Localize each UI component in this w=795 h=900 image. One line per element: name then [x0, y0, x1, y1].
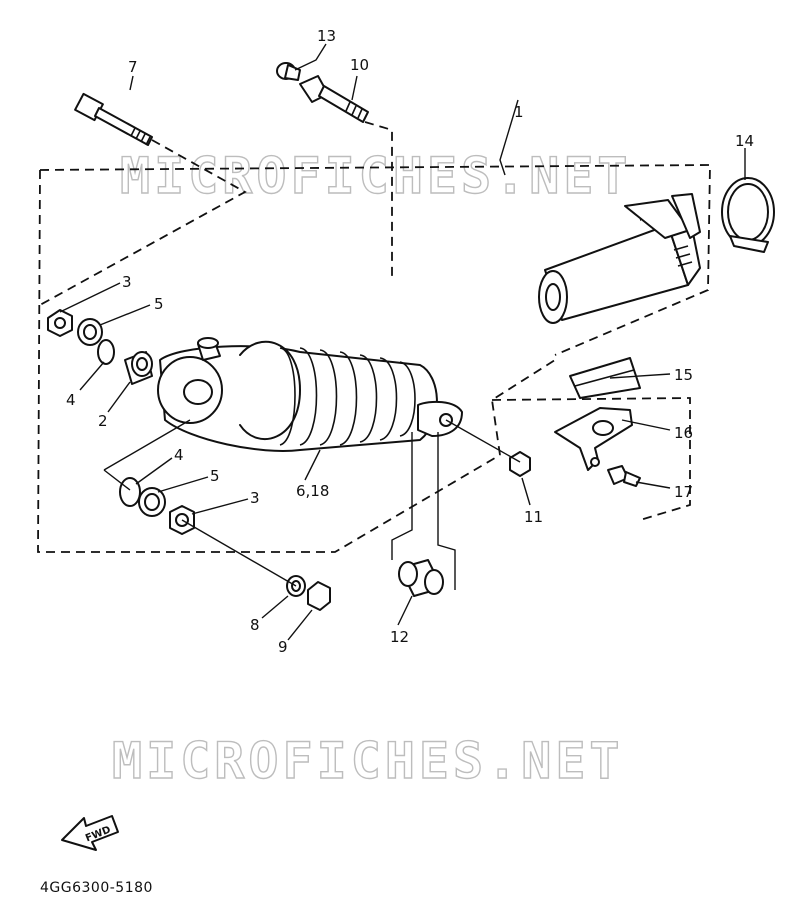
nut-9: [307, 581, 331, 611]
collar-12-guide: [391, 432, 456, 590]
callout-6-18: 6,18: [296, 482, 329, 500]
callout-7: 7: [128, 58, 138, 76]
collar-12: [398, 559, 444, 597]
bracket-16: [554, 407, 633, 471]
callout-15: 15: [674, 366, 693, 384]
upper-hardware: [47, 309, 153, 385]
callout-9: 9: [278, 638, 288, 656]
hose-clamp-14: [721, 177, 775, 253]
bolt-7-path: [39, 139, 247, 306]
callout-3-lower: 3: [250, 489, 260, 507]
callout-16: 16: [674, 424, 693, 442]
diagram-code: 4GG6300-5180: [40, 880, 153, 896]
callout-11: 11: [524, 508, 543, 526]
assembly-boundary-bracket: [491, 397, 691, 521]
leader-lines: [59, 43, 746, 641]
cap-13: [276, 62, 301, 81]
callout-5-lower: 5: [210, 467, 220, 485]
callout-13: 13: [317, 27, 336, 45]
bolt-10: [299, 75, 369, 123]
watermark-bottom: MICROFICHES.NET: [112, 732, 624, 790]
callout-1: 1: [514, 103, 524, 121]
callout-17: 17: [674, 483, 693, 501]
bolt-7: [74, 92, 153, 146]
callout-12: 12: [390, 628, 409, 646]
assembly-boundary-main: [37, 164, 711, 553]
bolt-axis-lower: [181, 519, 297, 587]
callout-5-upper: 5: [154, 295, 164, 313]
bolt-11-line: [445, 419, 521, 463]
bolt-axis-upper: [103, 419, 191, 491]
callout-8: 8: [250, 616, 260, 634]
callout-4-lower: 4: [174, 446, 184, 464]
callout-14: 14: [735, 132, 754, 150]
bolt-17: [607, 465, 641, 487]
nut-11: [509, 451, 531, 477]
pad-15-hatch: [574, 369, 635, 387]
callout-4-upper: 4: [66, 391, 76, 409]
watermark-top: MICROFICHES.NET: [120, 147, 632, 205]
callout-3-upper: 3: [122, 273, 132, 291]
callout-2: 2: [98, 412, 108, 430]
shock-absorber-6-18: [157, 337, 463, 452]
callout-10: 10: [350, 56, 369, 74]
fwd-arrow-icon: FWD: [61, 815, 119, 851]
lower-hardware: [119, 477, 195, 535]
reservoir: [538, 193, 701, 324]
